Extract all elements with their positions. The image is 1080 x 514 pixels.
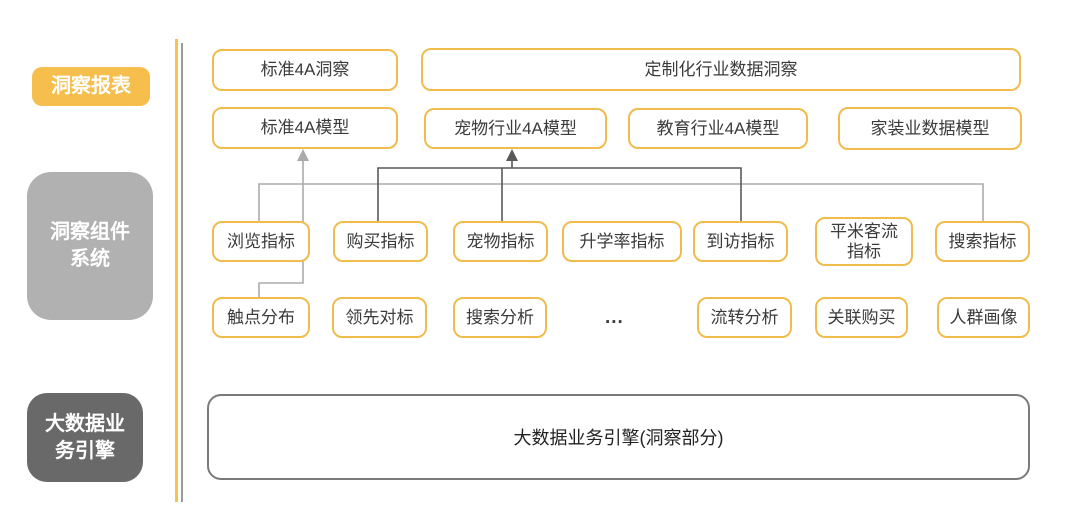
node-custom-industry-insight: 定制化行业数据洞察 [421,48,1021,91]
divider-line-gray [181,43,183,502]
node-audience-profile: 人群画像 [937,297,1030,338]
sidebar-label-bigdata-business-engine: 大数据业 务引擎 [27,393,143,482]
node-purchase-indicator: 购买指标 [333,221,428,262]
node-bigdata-engine: 大数据业务引擎(洞察部分) [207,394,1030,480]
edge-group-standard-model [258,154,984,297]
node-touchpoint-distribution: 触点分布 [212,297,310,338]
node-search-analysis: 搜索分析 [453,297,547,338]
node-visit-indicator: 到访指标 [693,221,788,262]
node-flow-analysis: 流转分析 [697,297,792,338]
node-standard-4a-model: 标准4A模型 [212,107,398,149]
node-traffic-per-sqm-indicator: 平米客流 指标 [815,217,913,266]
node-leading-benchmark: 领先对标 [332,297,427,338]
sidebar-label-insight-reports: 洞察报表 [32,67,150,106]
node-standard-4a-insight: 标准4A洞察 [212,49,398,91]
ellipsis-more-components: ... [605,307,624,328]
node-enrollment-rate-indicator: 升学率指标 [562,221,682,262]
arrow-up-pet-model [506,149,518,161]
node-search-indicator: 搜索指标 [935,221,1030,262]
sidebar-label-insight-component-system: 洞察组件 系统 [27,172,153,320]
node-home-decor-model: 家装业数据模型 [838,107,1022,150]
node-associated-purchase: 关联购买 [815,297,908,338]
node-browse-indicator: 浏览指标 [212,221,310,262]
arrow-up-standard-model [297,149,309,161]
node-pet-indicator: 宠物指标 [453,221,548,262]
divider-line-yellow [175,39,178,502]
node-pet-industry-model: 宠物行业4A模型 [424,108,607,149]
edge-group-pet-model [377,154,742,221]
node-education-industry-model: 教育行业4A模型 [628,108,808,149]
